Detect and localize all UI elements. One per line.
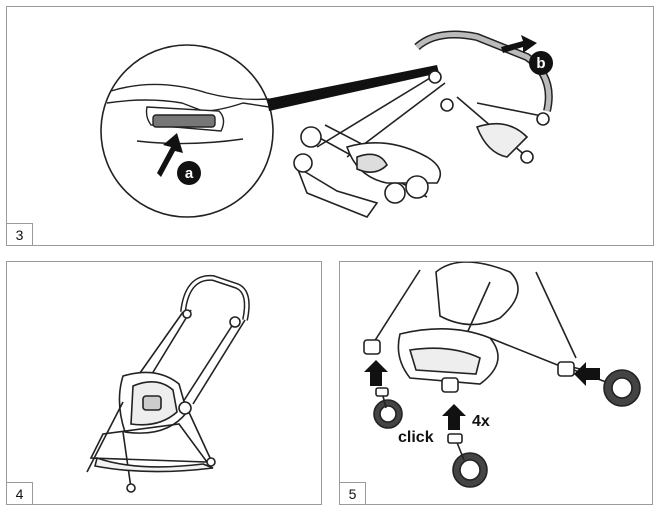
rear-wheel: [573, 369, 641, 407]
click-label: click: [398, 429, 434, 446]
step-number: 5: [340, 482, 366, 504]
quantity-label: 4x: [472, 413, 490, 430]
folding-stroller-frame: [293, 30, 553, 218]
front-left-wheel: [373, 387, 403, 429]
push-arrow-left: [364, 360, 388, 386]
push-arrow-rear: [574, 362, 600, 386]
push-arrow-right: [442, 404, 466, 430]
push-arrow-a: [157, 133, 183, 177]
callout-a-label: a: [185, 165, 194, 182]
callout-b-badge: [529, 51, 553, 75]
stroller-frame-wheels: [363, 262, 641, 488]
callout-b-label: b: [536, 55, 545, 72]
callout-a-badge: [177, 161, 201, 185]
detail-zoom-circle: [100, 44, 274, 218]
step-number: 4: [7, 482, 33, 504]
front-right-wheel: [447, 433, 488, 488]
release-button-detail: [106, 83, 270, 145]
pull-arrow-b: [501, 35, 537, 53]
unfolded-stroller-frame: [86, 274, 250, 493]
step-5-panel: click 4x 5: [339, 261, 653, 505]
step-4-illustration: [86, 274, 250, 493]
zoom-connector: [267, 65, 439, 111]
step-5-illustration: click 4x: [363, 262, 641, 488]
step-number: 3: [7, 223, 33, 245]
step-3-panel: a b 3: [6, 6, 654, 246]
step-3-illustration: a b: [100, 30, 553, 218]
step-4-panel: 4: [6, 261, 322, 505]
